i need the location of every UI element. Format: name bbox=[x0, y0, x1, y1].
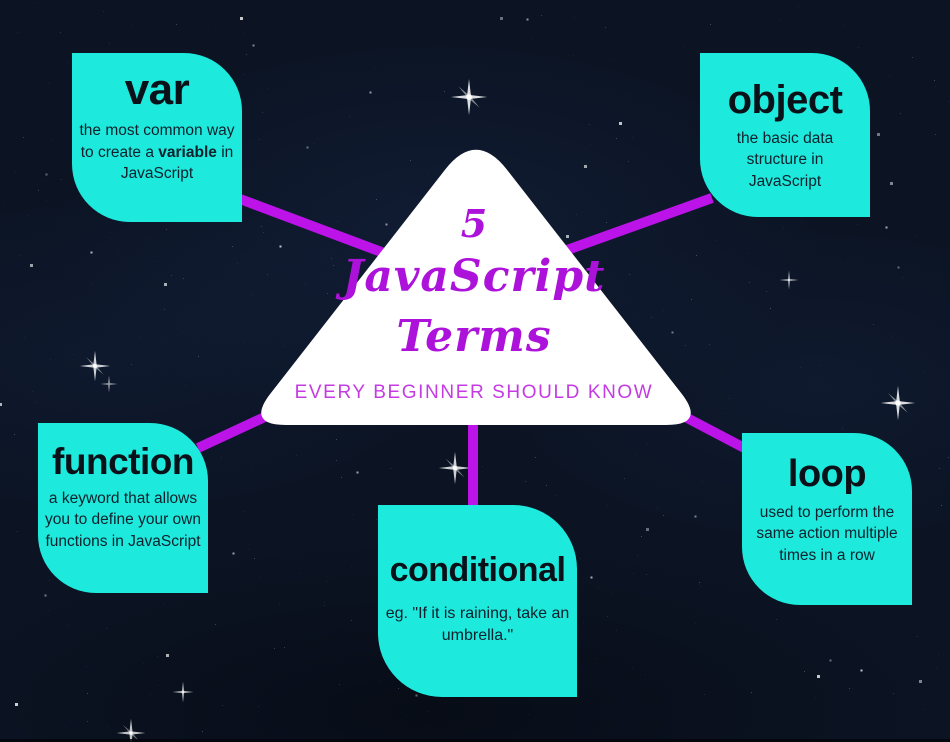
bottom-edge-strip bbox=[0, 739, 950, 742]
title-subtitle: EVERY BEGINNER SHOULD KNOW bbox=[294, 381, 654, 403]
center-triangle bbox=[261, 149, 691, 425]
card-loop: loop used to perform the same action mul… bbox=[742, 433, 912, 605]
term-description-text: the basic data structure in JavaScript bbox=[736, 130, 834, 190]
term-description: used to perform the same action multiple… bbox=[748, 502, 906, 566]
term-description: eg. "If it is raining, take an umbrella.… bbox=[385, 603, 571, 647]
term-name: loop bbox=[787, 453, 867, 495]
term-description: the most common way to create a variable… bbox=[78, 120, 236, 184]
card-conditional: conditional eg. "If it is raining, take … bbox=[378, 505, 577, 697]
term-description-text: in JavaScript bbox=[120, 143, 234, 182]
term-name: var bbox=[124, 65, 190, 114]
term-description-text: eg. "If it is raining, take an umbrella.… bbox=[385, 604, 570, 644]
card-var: var the most common way to create a vari… bbox=[72, 53, 242, 222]
term-description-text: the most common way to create a bbox=[79, 122, 235, 161]
center-title-block: 5 JavaScript Terms EVERY BEGINNER SHOULD… bbox=[276, 203, 672, 404]
term-name: function bbox=[52, 441, 194, 482]
card-object: object the basic data structure in JavaS… bbox=[700, 53, 870, 217]
title-line1: JavaScript bbox=[342, 250, 606, 302]
term-description-bold: variable bbox=[158, 143, 217, 161]
term-description: the basic data structure in JavaScript bbox=[714, 128, 856, 192]
term-name: object bbox=[727, 78, 843, 122]
connector-line-object bbox=[554, 193, 714, 259]
term-description-text: used to perform the same action multiple… bbox=[756, 503, 898, 564]
title-number: 5 bbox=[460, 201, 488, 246]
connector-line-var bbox=[230, 191, 402, 264]
term-name: conditional bbox=[389, 551, 566, 589]
card-function: function a keyword that allows you to de… bbox=[38, 423, 208, 593]
term-description-text: a keyword that allows you to define your… bbox=[45, 489, 201, 550]
title-line2: Terms bbox=[396, 311, 552, 363]
term-description: a keyword that allows you to define your… bbox=[40, 488, 206, 552]
